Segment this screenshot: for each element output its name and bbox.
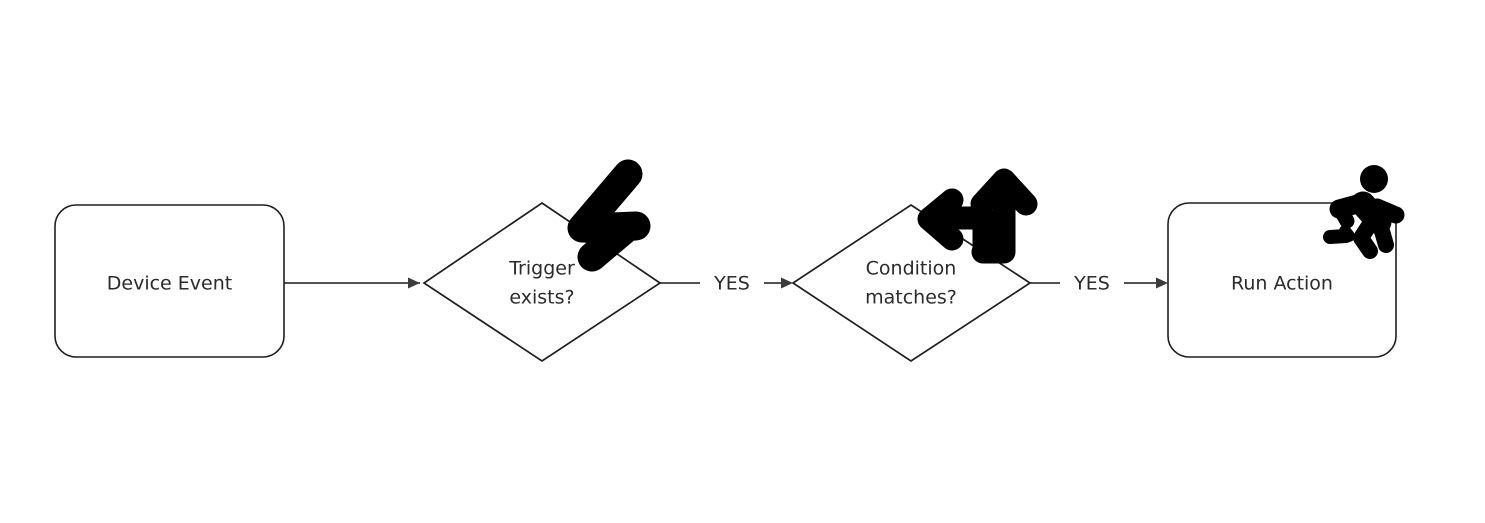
device-event-shape[interactable] <box>54 204 285 358</box>
edge-2-label: YES <box>713 273 750 295</box>
device-event-label: Device Event <box>107 273 232 295</box>
edge-1-arrowhead-icon <box>408 277 420 289</box>
edge-2-arrowhead-icon <box>781 277 793 289</box>
trigger-exists-label-line-1: Trigger <box>508 258 575 280</box>
edge-3-arrowhead-icon <box>1156 277 1168 289</box>
run-action-label: Run Action <box>1231 273 1333 295</box>
edge-condition-to-run-action: YES <box>1030 273 1168 295</box>
trigger-exists-label-line-2: exists? <box>509 287 574 309</box>
edge-3-label: YES <box>1073 273 1110 295</box>
lightning-bolt-icon <box>567 159 651 272</box>
node-run-action[interactable]: Run Action <box>1167 165 1405 358</box>
node-condition-matches[interactable]: Condition matches? <box>791 168 1038 363</box>
node-trigger-exists[interactable]: Trigger exists? <box>422 159 662 363</box>
trigger-exists-shape[interactable] <box>422 201 662 363</box>
running-person-icon <box>1323 165 1405 259</box>
condition-matches-label-line-2: matches? <box>865 287 957 309</box>
condition-matches-label-line-1: Condition <box>866 258 957 280</box>
node-device-event[interactable]: Device Event <box>54 204 285 358</box>
branch-arrow-icon <box>917 168 1038 264</box>
edge-device-event-to-trigger <box>284 277 420 289</box>
edge-trigger-to-condition: YES <box>660 273 793 295</box>
